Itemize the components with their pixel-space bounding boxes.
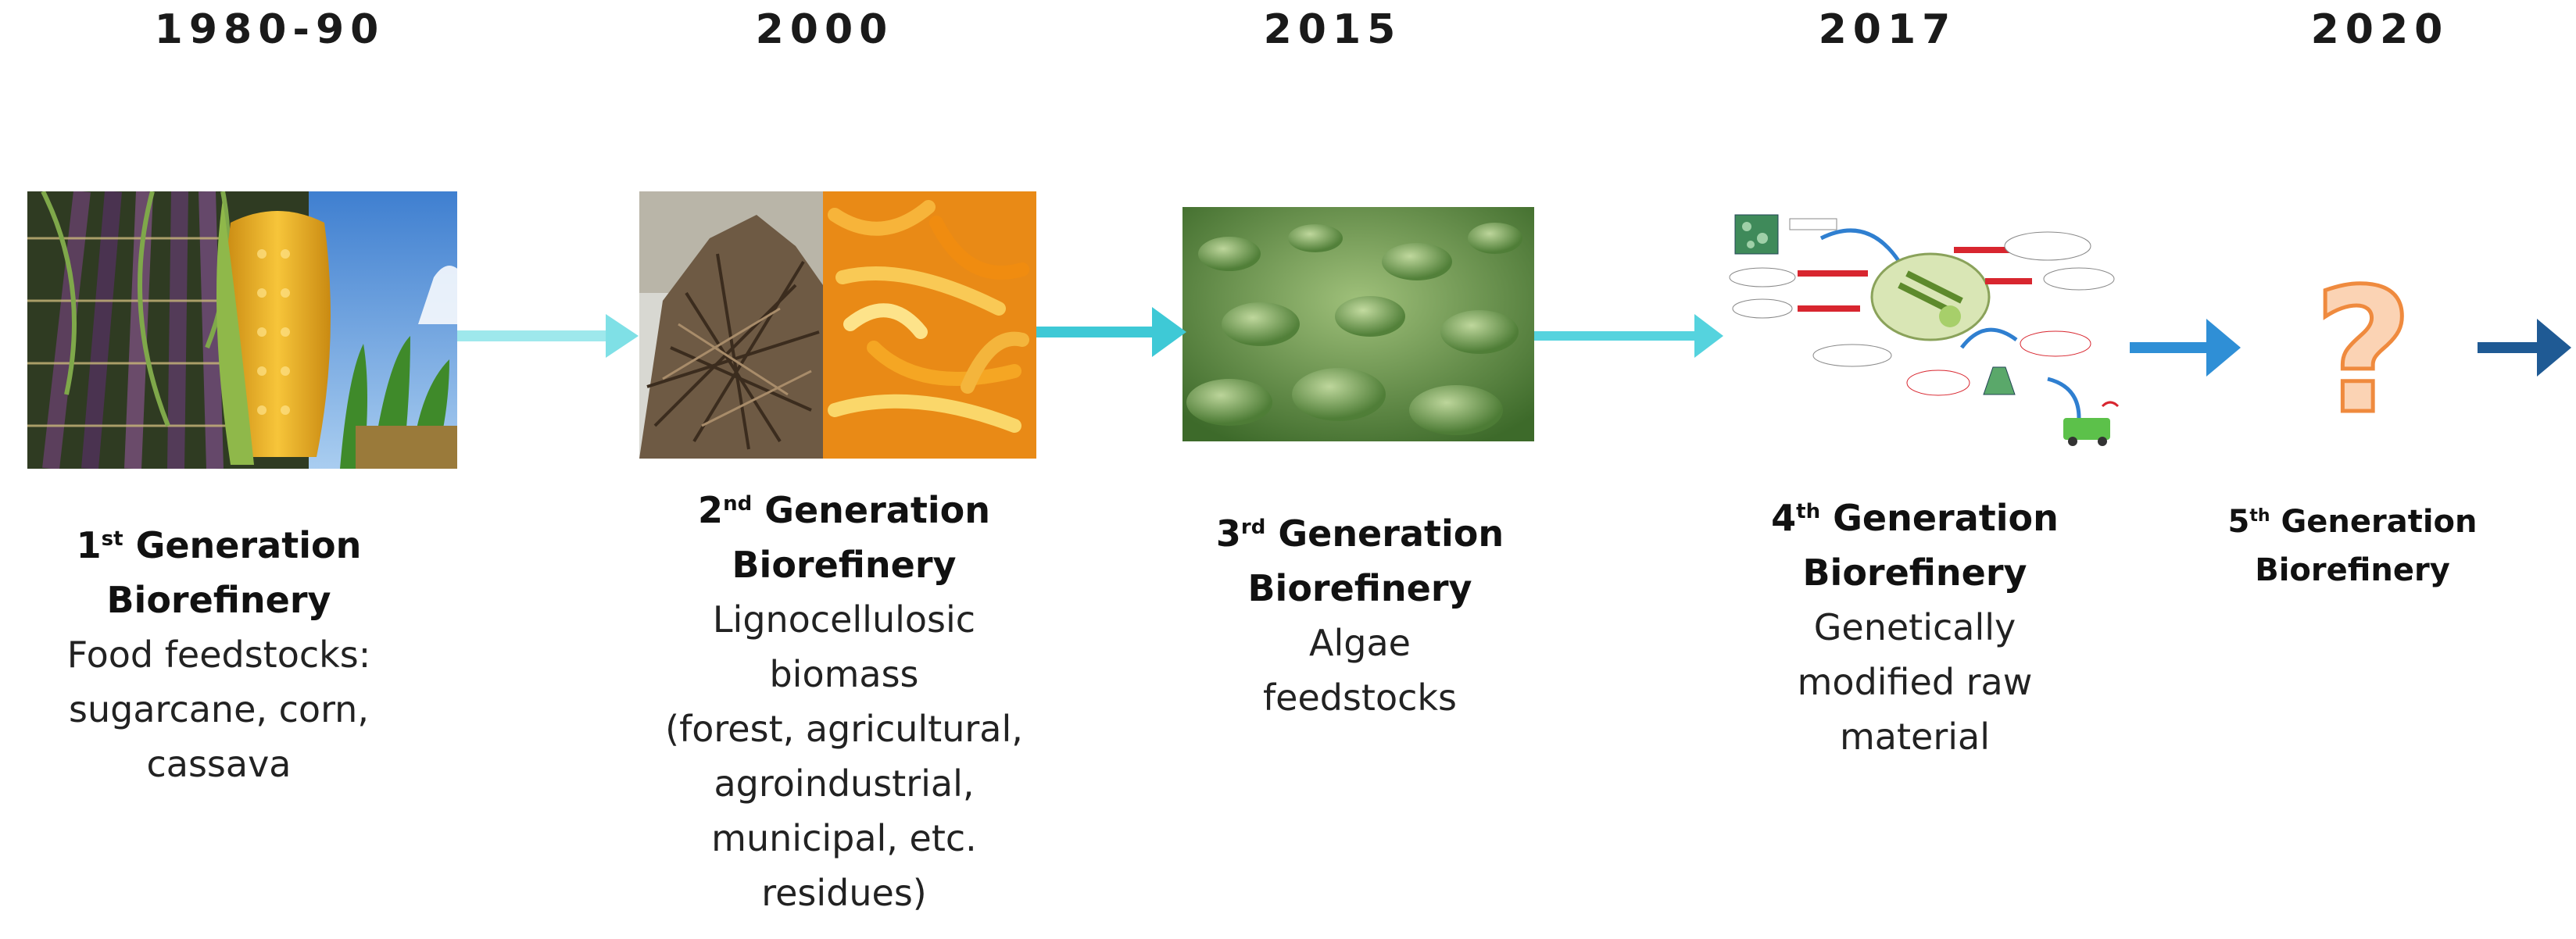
stage-title-2-line2: Biorefinery	[732, 544, 957, 586]
stage-title-4-line2: Biorefinery	[1802, 552, 2027, 594]
year-label-3: 2015	[1263, 6, 1402, 53]
stage-title-1: 1st Generation	[76, 524, 362, 566]
arrow-1-to-2	[457, 314, 639, 358]
stage-title-1-line2: Biorefinery	[106, 579, 331, 621]
biomass-residues-photo	[639, 191, 1036, 459]
year-label-2: 2000	[755, 6, 894, 53]
stage-title-5: 5th Generation	[2227, 504, 2478, 540]
year-label-5: 2020	[2310, 6, 2449, 53]
stage-desc-1-line2: sugarcane, corn,	[69, 688, 369, 730]
stage-desc-1-line3: cassava	[146, 743, 292, 785]
stage-desc-2-line4: agroindustrial,	[714, 762, 975, 805]
stage-caption-3: 3rd Generation Biorefinery Algae feedsto…	[1157, 500, 1563, 725]
sugarcane-corn-photo	[27, 191, 457, 469]
stage-desc-4-line1: Genetically	[1813, 606, 2016, 648]
stage-desc-2-line2: biomass	[769, 653, 919, 695]
arrow-3-to-4	[1534, 314, 1723, 358]
stage-desc-2-line5: municipal, etc.	[711, 817, 977, 859]
stage-title-3-line2: Biorefinery	[1247, 567, 1472, 609]
stage-desc-1-line1: Food feedstocks:	[66, 634, 371, 676]
stage-desc-2-line1: Lignocellulosic	[712, 598, 976, 641]
stage-caption-1: 1st Generation Biorefinery Food feedstoc…	[16, 512, 422, 791]
question-mark-icon: ?	[2312, 252, 2416, 452]
stage-desc-4-line3: material	[1840, 716, 1990, 758]
stage-caption-4: 4th Generation Biorefinery Genetically m…	[1712, 484, 2118, 764]
year-label-1: 1980-90	[154, 6, 385, 53]
year-label-4: 2017	[1818, 6, 1957, 53]
stage-desc-4-line2: modified raw	[1797, 661, 2033, 703]
arrow-2-to-3	[1036, 307, 1186, 357]
genetic-modification-diagram	[1727, 207, 2126, 449]
stage-title-3: 3rd Generation	[1215, 512, 1504, 555]
arrow-4-to-5	[2130, 319, 2241, 377]
stage-caption-2: 2nd Generation Biorefinery Lignocellulos…	[617, 477, 1071, 920]
arrow-future	[2478, 319, 2571, 377]
stage-desc-3-line2: feedstocks	[1262, 677, 1458, 719]
stage-title-2: 2nd Generation	[698, 489, 990, 531]
stage-title-5-line2: Biorefinery	[2255, 552, 2450, 588]
stage-desc-3-line1: Algae	[1309, 622, 1411, 664]
stage-title-4: 4th Generation	[1771, 497, 2059, 539]
stage-desc-2-line3: (forest, agricultural,	[665, 708, 1023, 750]
algae-photo	[1182, 207, 1534, 441]
stage-caption-5: 5th Generation Biorefinery	[2196, 492, 2509, 594]
stage-desc-2-line6: residues)	[761, 872, 927, 914]
